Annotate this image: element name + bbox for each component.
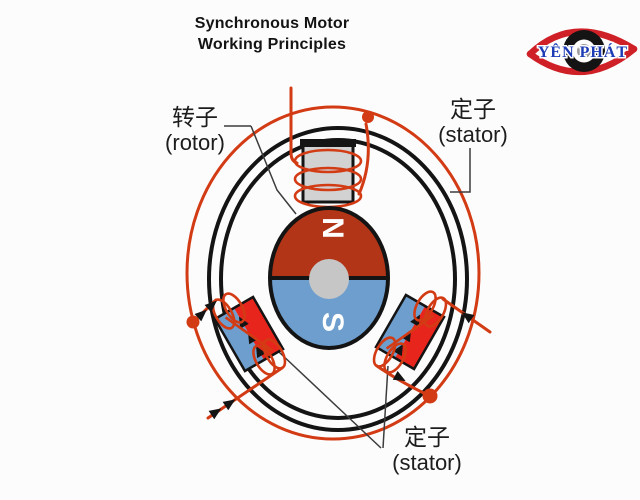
stator-top-label-en: (stator)	[438, 122, 508, 147]
current-arrow	[222, 399, 236, 411]
stator-label-bottom: 定子 (stator)	[372, 424, 482, 475]
stator-top-label-zh: 定子	[450, 96, 496, 122]
top-supply-wire-right	[357, 122, 370, 196]
lower-left-coil-loop	[222, 292, 246, 324]
brand-logo: YÊN PHÁT	[526, 28, 638, 75]
junction-dot	[186, 315, 200, 329]
junction-dot	[422, 388, 438, 404]
flux-arrow	[256, 346, 266, 359]
rotor-shaft	[309, 259, 349, 299]
rotor-label: 转子 (rotor)	[140, 104, 250, 155]
top-coil-loop	[293, 148, 363, 174]
rotor-label-en: (rotor)	[165, 130, 225, 155]
flux-arrow	[393, 344, 403, 357]
junction-dot	[362, 111, 374, 123]
title-line-1: Synchronous Motor	[194, 15, 350, 32]
page-title: Synchronous Motor Working Principles	[132, 13, 412, 55]
stator-bottom-label-zh: 定子	[404, 424, 450, 450]
stator-bottom-label-en: (stator)	[392, 450, 462, 475]
current-arrow	[208, 408, 222, 420]
lower-left-pole-blue-half	[214, 308, 264, 371]
top-pole-cap	[300, 139, 356, 147]
top-coil-loop	[293, 166, 363, 192]
lower-left-pole-outline	[213, 295, 285, 373]
stator-bottom-leader-left	[278, 351, 382, 449]
current-arrow	[392, 370, 406, 382]
stator-outer-ring	[207, 126, 469, 432]
lower-right-coil-loop	[413, 290, 437, 322]
lower-right-pole-red-half	[395, 306, 445, 369]
rotor-south-pole	[270, 278, 388, 348]
current-arrow	[194, 309, 207, 322]
rotor-label-zh: 转子	[172, 104, 218, 130]
rotor-south-letter: S	[316, 312, 349, 332]
rotor-outline	[268, 206, 390, 350]
flux-arrow	[410, 314, 420, 327]
stator-bottom-leader-right	[382, 365, 389, 449]
lower-left-pole-red-half	[234, 297, 284, 360]
lower-right-wire-in	[375, 364, 432, 398]
supply-ring	[185, 105, 481, 441]
rotor-leader-line	[250, 125, 297, 215]
stator-label-top: 定子 (stator)	[418, 96, 528, 147]
current-arrow	[461, 312, 475, 324]
flux-arrow	[239, 316, 249, 329]
stator-top-leader-line	[450, 148, 471, 193]
rotor-north-pole	[270, 208, 388, 278]
logo-aperture-pupil	[577, 44, 591, 58]
current-arrow	[204, 300, 217, 313]
logo-wordmark: YÊN PHÁT	[538, 42, 628, 61]
rotor-north-letter: N	[316, 217, 349, 239]
lower-left-pole	[211, 292, 287, 376]
lower-right-pole-blue-half	[375, 295, 425, 358]
lower-right-pole-outline	[374, 293, 446, 371]
title-line-2: Working Principles	[197, 36, 347, 53]
